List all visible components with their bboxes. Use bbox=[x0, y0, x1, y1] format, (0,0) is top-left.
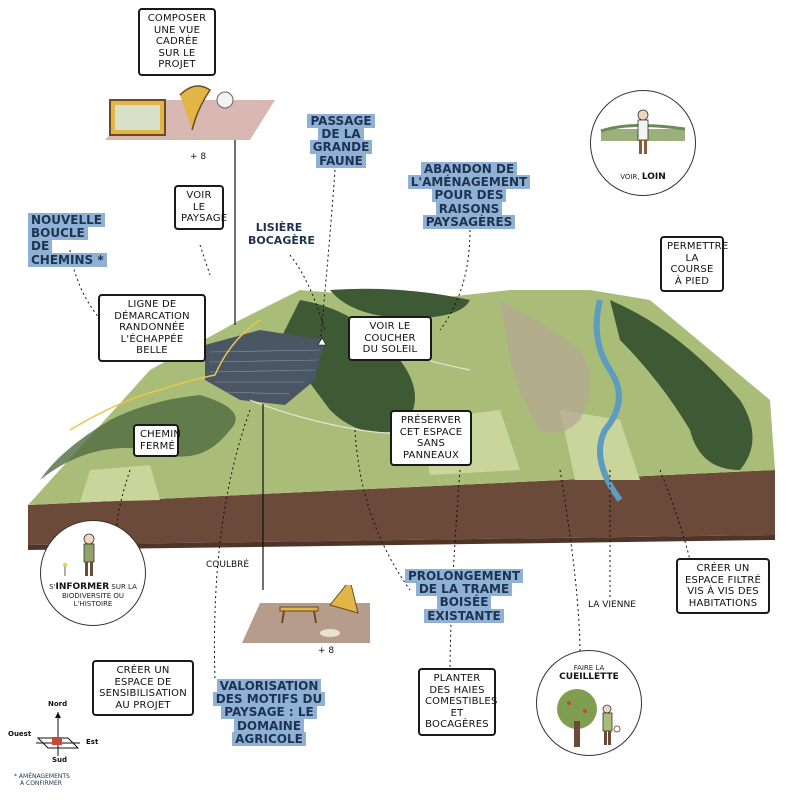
circle-sinformer: S'informer sur la biodiversité ou l'hist… bbox=[40, 520, 146, 626]
village bbox=[500, 300, 590, 434]
yellow-trail bbox=[69, 319, 261, 431]
solar-panel-field bbox=[205, 330, 325, 405]
callout-composer-vue: Composer une vue cadrée sur le projet bbox=[138, 8, 216, 76]
compass: Nord Sud Est Ouest bbox=[8, 698, 112, 764]
person-reading-icon bbox=[83, 533, 95, 545]
la-vienne-river bbox=[593, 299, 623, 502]
callout-creer-espace-filtre: Créer un espace filtré vis à vis des hab… bbox=[676, 558, 770, 614]
tag-prolongement-trame: Prolongement de la trame boisée existant… bbox=[400, 569, 528, 623]
person-picking-icon bbox=[602, 704, 612, 714]
footnote: * Aménagements à confirmer bbox=[14, 773, 70, 787]
compass-sud: Sud bbox=[52, 756, 68, 764]
gramophone-icon bbox=[179, 85, 212, 131]
callout-voir-coucher: Voir le coucher du soleil bbox=[348, 316, 432, 361]
label-coulbre: Coulbré bbox=[206, 560, 250, 570]
callout-ligne-demarcation: Ligne de démarcation randonnée l'échappé… bbox=[98, 294, 206, 362]
compass-nord: Nord bbox=[48, 700, 68, 708]
circle-voir-loin: Voir, Loin bbox=[590, 90, 696, 196]
label-lisiere-bocagere: Lisière bocagère bbox=[248, 221, 315, 247]
tag-valorisation-motifs: Valorisation des motifs du paysage : le … bbox=[206, 679, 332, 746]
compass-ouest: Ouest bbox=[8, 730, 32, 738]
rest-area-vignette bbox=[242, 585, 370, 643]
callout-chemin-ferme: Chemin fermé bbox=[133, 424, 181, 457]
label-la-vienne: La Vienne bbox=[588, 600, 636, 610]
callout-planter-haies: Planter des haies comestibles et bocagèr… bbox=[418, 668, 497, 736]
compass-rose-icon bbox=[36, 712, 80, 756]
compass-est: Est bbox=[86, 738, 99, 746]
callout-preserver-espace: Préserver cet espace sans panneaux bbox=[390, 410, 472, 466]
circle-cueillette: Faire laCueillette bbox=[536, 650, 642, 756]
plus-count-bottom: + 8 bbox=[318, 646, 335, 656]
bench-icon bbox=[279, 606, 319, 612]
tag-abandon-amenagement: Abandon de l'aménagement pour des raison… bbox=[404, 162, 534, 229]
picture-frame-vignette bbox=[105, 85, 275, 140]
tag-nouvelle-boucle: Nouvelle boucle de chemins * bbox=[28, 213, 110, 267]
callout-permettre-course: Permettre la course à pied bbox=[660, 236, 728, 292]
forest-center bbox=[280, 300, 415, 433]
fruit-tree-icon bbox=[557, 689, 597, 729]
forest-far bbox=[330, 288, 470, 319]
plus-count-top: + 8 bbox=[190, 152, 207, 162]
cotton-plant-icon bbox=[216, 91, 234, 109]
callout-creer-espace-sensibilisation: Créer un espace de sensibilisation au pr… bbox=[92, 660, 194, 716]
tag-passage-faune: Passage de la grande faune bbox=[300, 114, 382, 168]
tent-icon bbox=[329, 585, 359, 614]
forest-right bbox=[610, 300, 753, 470]
callout-voir-paysage: Voir le paysage bbox=[174, 185, 227, 230]
person-viewer-icon bbox=[637, 109, 649, 121]
soil-layer bbox=[28, 470, 775, 545]
